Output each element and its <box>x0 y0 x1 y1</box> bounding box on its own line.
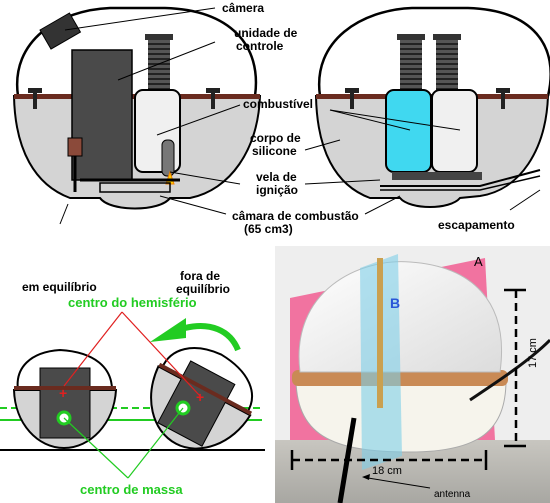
bolt <box>211 93 215 109</box>
label-spark-2: ignição <box>256 183 298 197</box>
label-control-unit-2: controle <box>236 39 284 53</box>
pump-cap <box>433 34 461 40</box>
left-cross-section <box>12 6 262 225</box>
bolt <box>496 88 510 93</box>
bolt <box>350 93 354 109</box>
prototype-photo <box>275 246 550 503</box>
label-spark-1: vela de <box>256 170 297 184</box>
label-width: 18 cm <box>372 465 402 477</box>
bolt <box>206 88 220 93</box>
pump-cap <box>397 34 425 40</box>
label-camera: câmera <box>222 1 264 15</box>
chamber-block <box>392 172 482 180</box>
label-exhaust: escapamento <box>438 218 515 232</box>
right-cross-section <box>304 6 550 215</box>
wood-stick <box>377 258 383 408</box>
svg-text:+: + <box>59 385 67 401</box>
bolt <box>28 88 42 93</box>
fuel-tank-white <box>431 89 478 173</box>
right-dome-outline <box>317 6 550 97</box>
leader-line <box>117 41 216 81</box>
left-dome-outline <box>15 6 258 97</box>
label-silicone-1: corpo de <box>250 131 301 145</box>
label-silicone-2: silicone <box>252 144 297 158</box>
red-leader <box>121 311 201 397</box>
red-leader <box>63 311 123 387</box>
spark-plug <box>161 139 175 177</box>
leader-line <box>304 179 381 185</box>
leader-line <box>509 189 541 211</box>
combustion-chamber <box>99 182 171 193</box>
label-chamber-1: câmara de combustão <box>232 209 359 223</box>
antenna-arrow <box>367 477 431 489</box>
bolt <box>345 88 359 93</box>
green-leader <box>63 417 129 479</box>
label-height: 17 cm <box>527 338 539 368</box>
bolt <box>33 93 37 109</box>
label-plane-b: B <box>390 295 400 311</box>
label-equilibrium: em equilíbrio <box>22 280 97 294</box>
label-antenna: antenna <box>434 489 471 500</box>
rotation-arrow-icon <box>184 323 241 352</box>
camera-icon <box>39 12 82 50</box>
leader-line <box>159 195 227 215</box>
label-chamber-2: (65 cm3) <box>244 222 293 236</box>
label-hemisphere-center: centro do hemisfério <box>68 295 197 310</box>
label-mass-center: centro de massa <box>80 482 183 497</box>
leader-line <box>329 109 461 131</box>
leader-line <box>329 109 411 131</box>
exhaust-pipe <box>380 169 541 187</box>
robot-dome <box>298 261 502 373</box>
valve <box>67 137 83 157</box>
leader-line <box>169 171 241 185</box>
green-leader <box>127 407 184 479</box>
rotation-arrow-head <box>150 318 186 342</box>
exhaust-pipe <box>380 175 541 191</box>
fuel-tank-blue <box>385 89 432 173</box>
label-fuel: combustível <box>243 97 313 111</box>
robot-upright: + <box>12 348 118 450</box>
leader-line <box>364 195 401 215</box>
leader-line <box>59 203 69 225</box>
label-plane-a: A <box>474 254 483 269</box>
label-out-equilibrium-1: fora de <box>180 269 220 283</box>
arrowhead-icon <box>362 474 370 480</box>
control-unit-box <box>71 49 133 181</box>
leader-line <box>304 139 341 151</box>
bolt <box>501 93 505 109</box>
pump-spring <box>400 38 422 90</box>
cable <box>469 338 550 402</box>
pump-cap <box>145 34 173 40</box>
svg-text:+: + <box>196 389 204 405</box>
label-out-equilibrium-2: equilíbrio <box>176 282 230 296</box>
leader-line <box>64 7 216 31</box>
pump-spring <box>436 38 458 90</box>
equilibrium-diagram: + + <box>0 311 265 479</box>
label-control-unit-1: unidade de <box>234 26 298 40</box>
leader-line <box>156 104 241 136</box>
